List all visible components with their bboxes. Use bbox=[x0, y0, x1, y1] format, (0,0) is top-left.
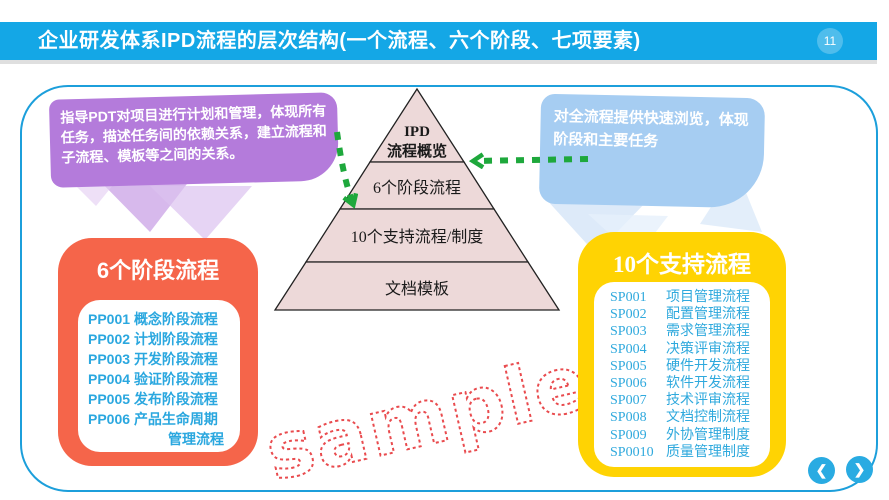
list-item: PP004 验证阶段流程 bbox=[88, 371, 218, 387]
callout-pdt-description: 指导PDT对项目进行计划和管理，体现所有任务，描述任务间的依赖关系，建立流程和子… bbox=[48, 92, 340, 188]
prev-slide-button[interactable]: ❮ bbox=[808, 457, 835, 484]
header-bar: 企业研发体系IPD流程的层次结构(一个流程、六个阶段、七项要素) 11 bbox=[0, 22, 877, 60]
pyramid-diagram: IPD 流程概览 6个阶段流程 10个支持流程/制度 文档模板 bbox=[273, 87, 561, 311]
list-item: PP002 计划阶段流程 bbox=[88, 331, 218, 347]
list-item: PP005 发布阶段流程 bbox=[88, 391, 218, 407]
phase-panel-title: 6个阶段流程 bbox=[96, 258, 220, 283]
pyramid-level-4 bbox=[273, 261, 561, 311]
pyramid-label-ipd: IPD bbox=[404, 124, 430, 140]
callout-overview-description: 对全流程提供快速浏览，体现阶段和主要任务 bbox=[538, 93, 766, 209]
header-shadow bbox=[0, 60, 877, 64]
pyramid-label-level3: 10个支持流程/制度 bbox=[351, 228, 483, 246]
list-item: PP006 产品生命周期 bbox=[88, 411, 218, 427]
list-item: PP003 开发阶段流程 bbox=[88, 351, 218, 367]
page-number-badge: 11 bbox=[817, 28, 843, 54]
phase-list: PP001 概念阶段流程 PP002 计划阶段流程 PP003 开发阶段流程 P… bbox=[78, 300, 240, 452]
callout-pdt-text: 指导PDT对项目进行计划和管理，体现所有任务，描述任务间的依赖关系，建立流程和子… bbox=[60, 102, 328, 166]
pyramid-label-level4: 文档模板 bbox=[385, 280, 449, 298]
sample-watermark-text: sample bbox=[258, 337, 598, 490]
next-slide-button[interactable]: ❯ bbox=[846, 456, 873, 483]
callout-overview-text: 对全流程提供快速浏览，体现阶段和主要任务 bbox=[553, 107, 749, 150]
support-panel-title: 10个支持流程 bbox=[613, 252, 751, 277]
list-item: PP001 概念阶段流程 bbox=[88, 311, 218, 327]
pyramid-label-level2: 6个阶段流程 bbox=[373, 179, 461, 197]
sample-watermark: sample bbox=[257, 336, 599, 490]
phase-panel: 6个阶段流程 PP001 概念阶段流程 PP002 计划阶段流程 PP003 开… bbox=[58, 238, 258, 466]
list-item-continuation: 管理流程 bbox=[168, 431, 224, 447]
pyramid-label-overview: 流程概览 bbox=[387, 142, 447, 160]
page-title: 企业研发体系IPD流程的层次结构(一个流程、六个阶段、七项要素) bbox=[38, 30, 641, 52]
